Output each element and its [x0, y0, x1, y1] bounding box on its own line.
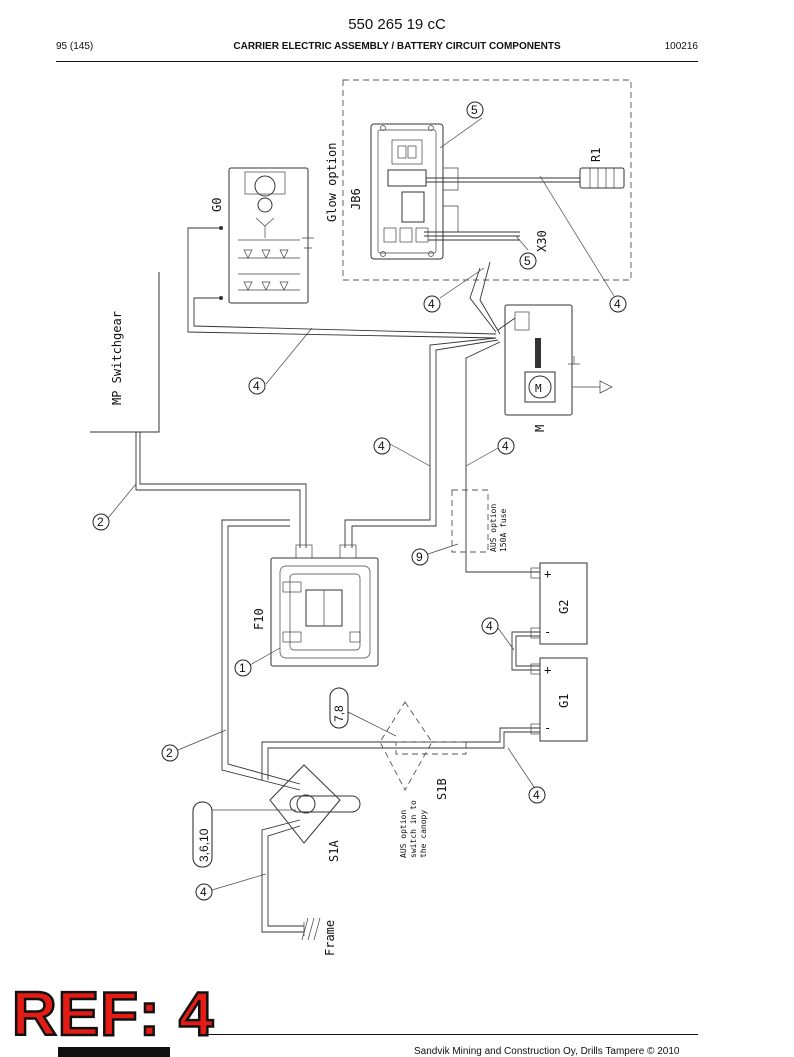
page-title: CARRIER ELECTRIC ASSEMBLY / BATTERY CIRC… [233, 41, 561, 52]
sandvik-logo-icon [58, 1047, 170, 1057]
header-rule [56, 61, 698, 62]
r1-glow-plug [579, 167, 625, 189]
label-jb6: JB6 [349, 188, 363, 210]
wiring-harness [135, 227, 540, 933]
svg-text:9: 9 [416, 550, 423, 564]
svg-text:4: 4 [486, 619, 493, 633]
callout-2-top: 2 [92, 513, 110, 531]
label-f10: F10 [252, 608, 266, 630]
svg-text:2: 2 [97, 515, 104, 529]
callout-4-jb6: 4 [423, 295, 441, 313]
callout-3-6-10: 3,6,10 [192, 801, 213, 868]
battery-g2 [539, 562, 588, 645]
svg-text:5: 5 [524, 254, 531, 268]
g1-plus: + [544, 663, 551, 677]
callout-4-mid: 4 [373, 437, 391, 455]
label-s1b: S1B [435, 778, 449, 800]
svg-text:4: 4 [533, 788, 540, 802]
svg-text:4: 4 [378, 439, 385, 453]
mp-switchgear-box [90, 272, 160, 433]
svg-text:4: 4 [428, 297, 435, 311]
svg-text:4: 4 [253, 379, 260, 393]
callout-5-jb6: 5 [466, 101, 484, 119]
svg-text:3,6,10: 3,6,10 [197, 828, 211, 862]
label-frame: Frame [323, 920, 337, 956]
document-code: 100216 [664, 41, 698, 52]
f10-main-switch [270, 544, 379, 667]
starter-motor: M [504, 304, 613, 416]
g2-plus: + [544, 567, 551, 581]
aus-switch-line2: switch in to [409, 800, 418, 858]
callout-2-low: 2 [161, 744, 179, 762]
callout-1: 1 [234, 659, 252, 677]
g2-minus: - [544, 625, 551, 639]
svg-text:4: 4 [200, 885, 207, 899]
callout-4-motor: 4 [497, 437, 515, 455]
svg-text:4: 4 [614, 297, 621, 311]
callout-4-g1: 4 [528, 786, 546, 804]
glow-option-enclosure [342, 79, 632, 281]
label-s1a: S1A [327, 840, 341, 862]
document-number: 550 265 19 cC [348, 16, 446, 33]
label-r1: R1 [589, 148, 603, 162]
g0-alternator [219, 167, 314, 304]
g1-minus: - [544, 721, 551, 735]
frame-ground-symbol [301, 917, 321, 941]
s1b-switch-outline [379, 701, 433, 791]
aus-switch-line1: AUS option [399, 810, 408, 858]
svg-text:1: 1 [239, 661, 246, 675]
label-glow-option: Glow option [325, 143, 339, 222]
aus-fuse-enclosure [451, 489, 489, 553]
svg-text:4: 4 [502, 439, 509, 453]
label-m: M [533, 425, 547, 432]
callout-4-g0: 4 [248, 377, 266, 395]
aus-fuse-line1: AUS option [489, 504, 498, 552]
label-g0: G0 [210, 198, 224, 212]
aus-switch-line3: the canopy [419, 810, 428, 858]
s1b-switch-body [395, 741, 467, 755]
motor-symbol: M [535, 382, 542, 395]
callout-4-frame: 4 [195, 883, 213, 901]
label-g2: G2 [557, 600, 571, 614]
jb6-junction-box [370, 123, 580, 260]
callout-7-8: 7,8 [329, 687, 349, 729]
footer-copyright: Sandvik Mining and Construction Oy, Dril… [414, 1046, 680, 1057]
svg-text:2: 2 [166, 746, 173, 760]
label-x30: X30 [535, 230, 549, 252]
callout-4-g2g1: 4 [481, 617, 499, 635]
page-number: 95 (145) [56, 41, 94, 52]
ref-stamp: REF: 4 [11, 980, 215, 1049]
callout-5-x30: 5 [519, 252, 537, 270]
s1a-isolator-switch [269, 764, 361, 844]
callout-leaders [107, 117, 615, 891]
label-g1: G1 [557, 694, 571, 708]
footer-rule [200, 1034, 698, 1035]
callout-9: 9 [411, 548, 429, 566]
svg-text:5: 5 [471, 103, 478, 117]
svg-text:7,8: 7,8 [332, 705, 346, 722]
callout-4-r1: 4 [609, 295, 627, 313]
label-mp-switchgear: MP Switchgear [110, 311, 124, 405]
battery-g1 [539, 657, 588, 742]
aus-fuse-line2: 150A fuse [499, 508, 508, 552]
